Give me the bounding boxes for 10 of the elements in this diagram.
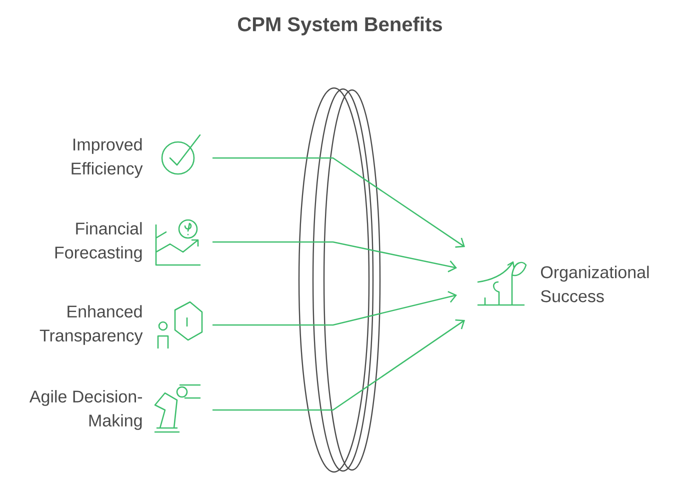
arrow xyxy=(212,241,457,272)
title: CPM System Benefits xyxy=(238,16,442,36)
arrow xyxy=(212,157,465,248)
benefit-label: Agile Decision-Making xyxy=(29,390,142,430)
arrow xyxy=(212,290,457,326)
benefit-label: Enhanced Transparency xyxy=(40,305,143,345)
benefit-label: Improved Efficiency xyxy=(72,138,143,178)
outcome-label: Organizational Success xyxy=(540,266,649,302)
benefit-label: Financial Forecasting xyxy=(55,222,142,262)
arrow xyxy=(212,319,465,411)
